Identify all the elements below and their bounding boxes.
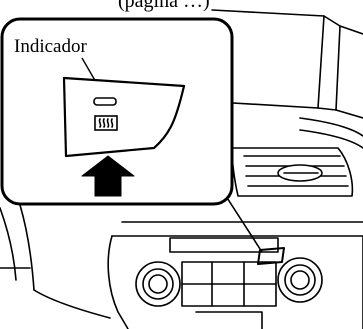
rear-window-defroster-icon	[94, 115, 118, 131]
callout-box: Indicador	[0, 17, 234, 206]
center-console	[107, 221, 363, 329]
indicator-light	[93, 97, 117, 106]
rear-defroster-button	[257, 247, 285, 265]
right-knob	[277, 257, 323, 303]
air-vent	[231, 147, 354, 197]
display-screen	[211, 9, 325, 109]
button-closeup	[62, 76, 186, 158]
indicator-label: Indicador	[14, 36, 87, 57]
up-arrow-icon	[81, 155, 135, 197]
dashboard-background	[0, 9, 363, 329]
left-knob	[135, 261, 181, 307]
leader-line	[221, 189, 263, 253]
header-caption: (página …)	[118, 0, 210, 12]
